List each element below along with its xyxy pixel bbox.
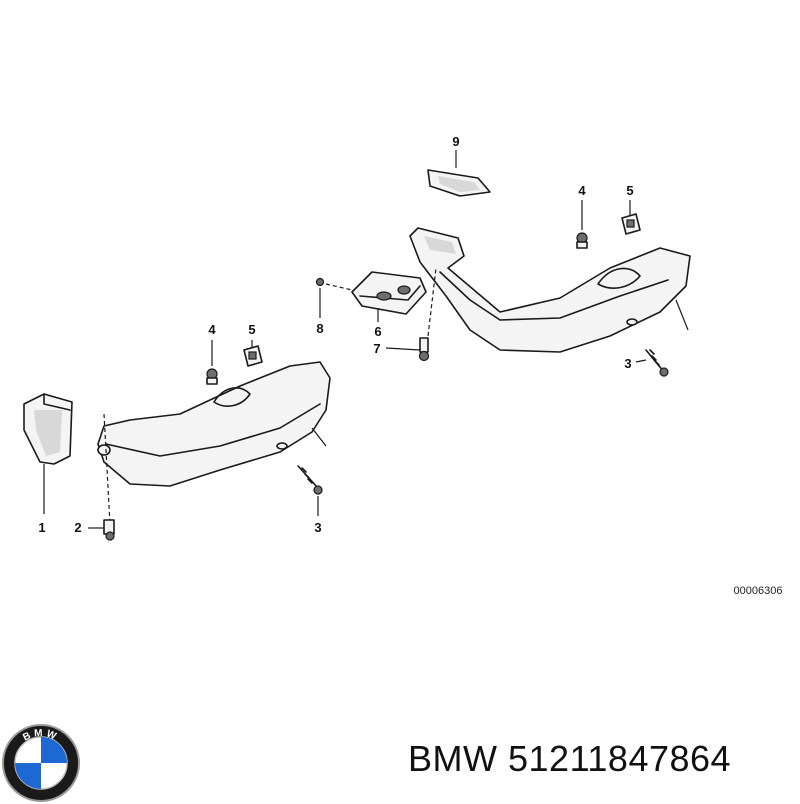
callout-4-right: 4 bbox=[578, 183, 586, 198]
part-4-right-nut bbox=[576, 200, 588, 249]
diagram-code: 00006306 bbox=[734, 585, 783, 597]
callout-3-right: 3 bbox=[624, 356, 631, 371]
caption-brand: BMW bbox=[408, 738, 498, 779]
callout-9: 9 bbox=[452, 134, 459, 149]
part-7-screw bbox=[385, 267, 437, 362]
callout-7: 7 bbox=[373, 341, 380, 356]
part-8-screw bbox=[315, 277, 353, 318]
callout-4-left: 4 bbox=[208, 322, 216, 337]
part-4-left-nut bbox=[206, 340, 218, 385]
callout-2: 2 bbox=[74, 520, 81, 535]
part-1-end-cap bbox=[23, 393, 73, 514]
callout-3-left: 3 bbox=[314, 520, 321, 535]
part-5-right-clip bbox=[621, 200, 641, 235]
part-caption: BMW 51211847864 bbox=[408, 738, 731, 780]
part-left-armrest bbox=[97, 361, 331, 525]
bmw-logo: BMW bbox=[2, 724, 80, 802]
part-right-armrest bbox=[409, 227, 691, 353]
part-3-left-screw bbox=[297, 465, 323, 516]
callout-1: 1 bbox=[38, 520, 45, 535]
logo-lettering: BMW bbox=[21, 728, 57, 744]
callout-5-left: 5 bbox=[248, 322, 255, 337]
part-2-screw bbox=[88, 519, 115, 541]
caption-part-number: 51211847864 bbox=[508, 738, 732, 779]
part-5-left-clip bbox=[243, 340, 263, 367]
part-6-bracket bbox=[351, 271, 427, 322]
part-9-cover-plate bbox=[427, 150, 491, 197]
svg-text:BMW: BMW bbox=[21, 728, 60, 744]
part-3-right-screw bbox=[635, 349, 669, 377]
callout-6: 6 bbox=[374, 324, 381, 339]
callout-5-right: 5 bbox=[626, 183, 633, 198]
callout-8: 8 bbox=[316, 321, 323, 336]
